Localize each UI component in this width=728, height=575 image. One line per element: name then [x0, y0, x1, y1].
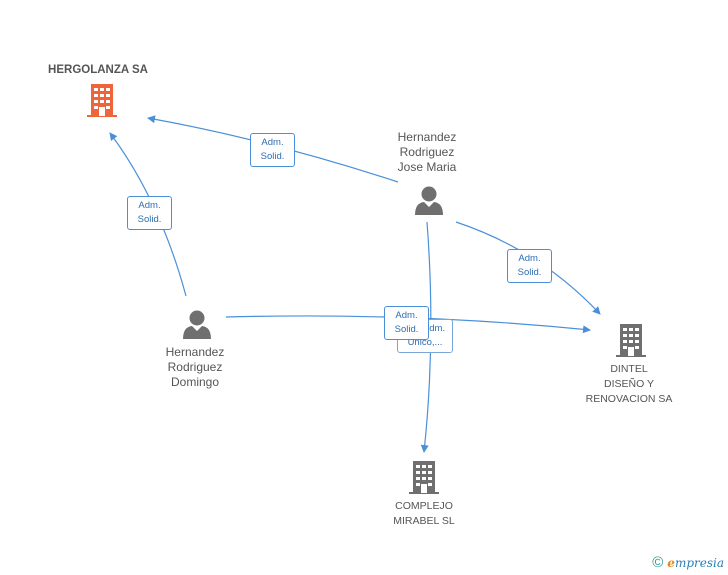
role-line: Adm.	[422, 323, 446, 334]
building-icon	[409, 461, 439, 494]
role-line: Solid.	[260, 151, 285, 162]
name-line: Rodriguez	[167, 360, 223, 374]
building-icon	[616, 324, 646, 357]
brand-first-letter: e	[667, 555, 675, 570]
name-line: Rodriguez	[399, 145, 455, 159]
copyright-icon: ©	[652, 554, 664, 571]
role-line: Solid.	[394, 324, 419, 335]
name-line: DISEÑO Y	[604, 378, 654, 390]
edge-label-jm-dintel[interactable]: Adm. Solid.	[507, 249, 552, 283]
name-line: Domingo	[170, 375, 220, 389]
edge-label-jm-hergolanza[interactable]: Adm. Solid.	[250, 133, 295, 167]
role-line: Adm.	[518, 253, 541, 264]
name-line: RENOVACION SA	[585, 393, 673, 405]
edge-label-dom-hergolanza[interactable]: Adm. Solid.	[127, 196, 172, 230]
role-line: Unico,...	[407, 337, 443, 348]
name-line: Hernandez	[397, 130, 457, 144]
footer-brand: © empresia	[652, 554, 724, 571]
company-name-dintel[interactable]: DINTEL DISEÑO Y RENOVACION SA	[569, 362, 689, 407]
name-line: COMPLEJO	[395, 500, 453, 512]
building-icon	[87, 84, 117, 117]
name-line: MIRABEL SL	[393, 515, 455, 527]
role-line: Adm.	[138, 200, 161, 211]
person-name-domingo[interactable]: Hernandez Rodriguez Domingo	[140, 345, 250, 390]
company-name-complejo[interactable]: COMPLEJO MIRABEL SL	[364, 499, 484, 529]
role-line: Solid.	[517, 267, 542, 278]
company-name-hergolanza[interactable]: HERGOLANZA SA	[48, 64, 148, 76]
person-icon	[183, 310, 211, 339]
person-name-jose-maria[interactable]: Hernandez Rodriguez Jose Maria	[372, 130, 482, 175]
role-line: Adm.	[261, 137, 284, 148]
role-line: Adm.	[395, 310, 418, 321]
edge-label-dom-dintel[interactable]: Adm. Solid.	[384, 306, 429, 340]
name-line: Hernandez	[165, 345, 225, 359]
brand-logo[interactable]: empresia	[667, 556, 724, 570]
brand-rest: mpresia	[674, 555, 724, 570]
role-line: Solid.	[137, 214, 162, 225]
name-line: DINTEL	[610, 363, 648, 375]
name-line: Jose Maria	[397, 160, 457, 174]
person-icon	[415, 186, 443, 215]
